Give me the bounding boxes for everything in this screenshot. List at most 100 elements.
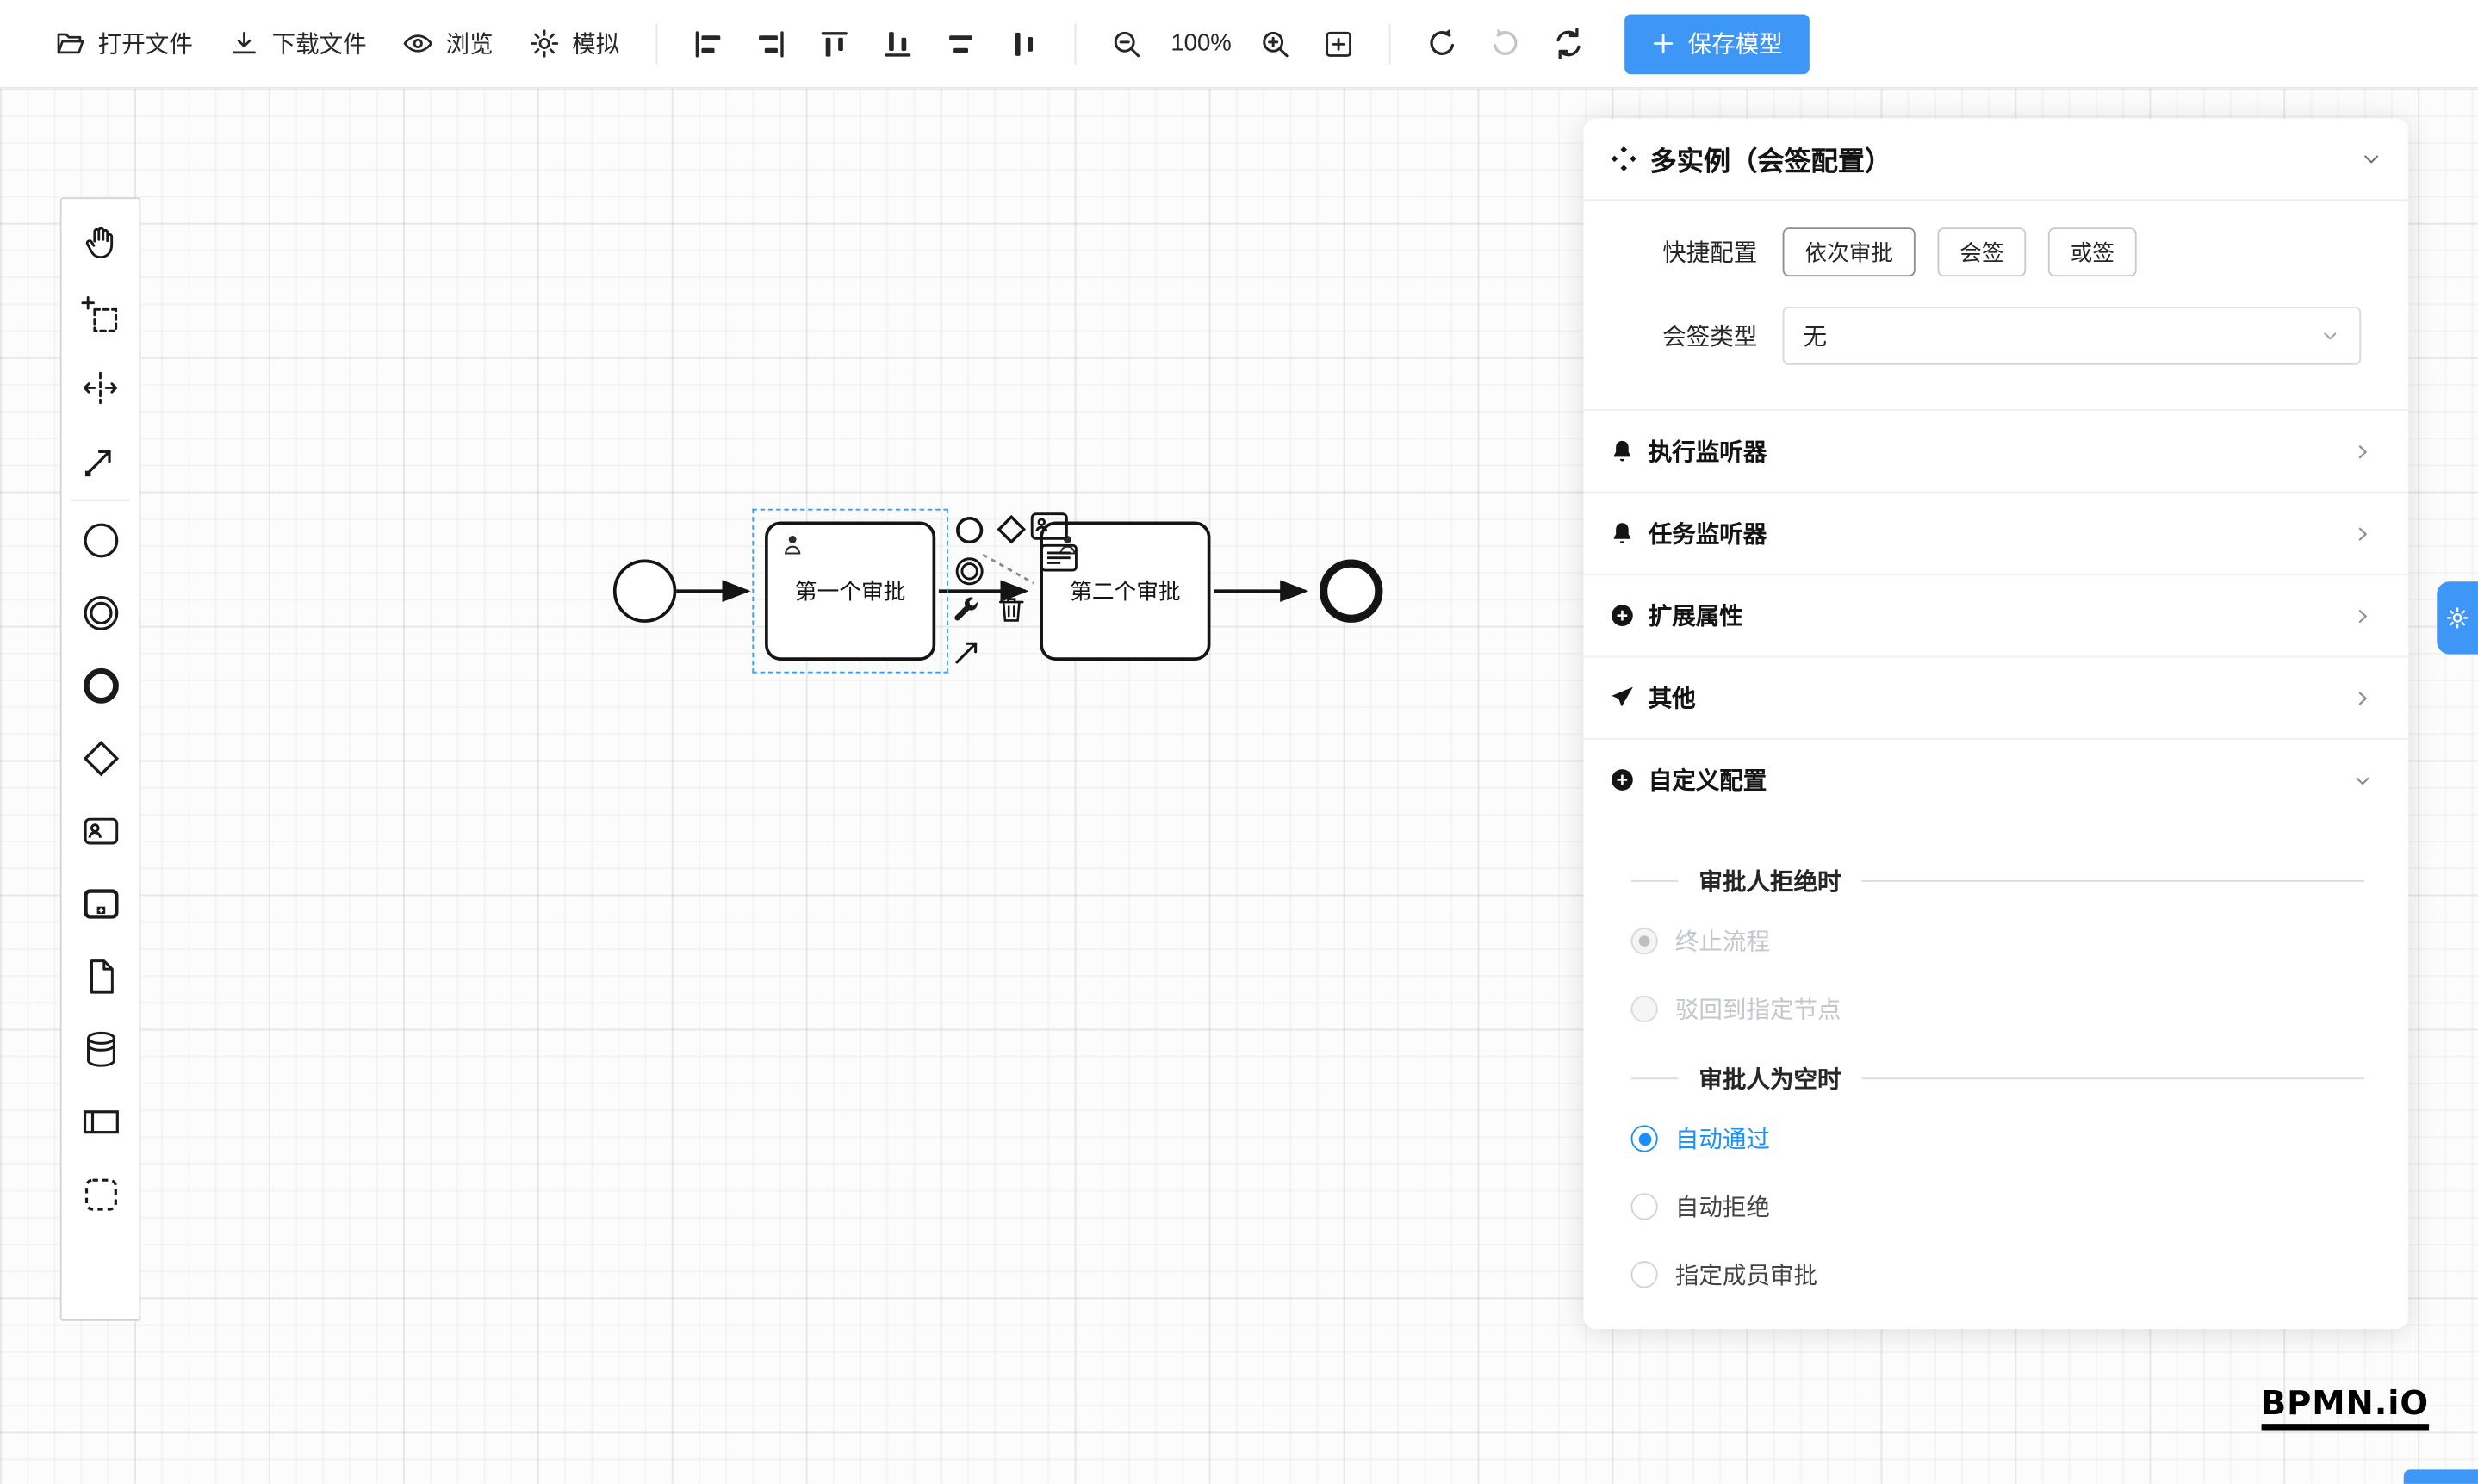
space-tool[interactable]	[65, 351, 136, 423]
align-left-button[interactable]	[676, 14, 739, 74]
preview-button[interactable]: 浏览	[384, 15, 511, 73]
zoom-out-button[interactable]	[1096, 14, 1158, 74]
user-task-1-shape[interactable]: 第一个审批	[765, 521, 936, 661]
chevron-right-icon	[2358, 526, 2367, 540]
assign-member-label: 指定成员审批	[1674, 1263, 1818, 1290]
plus-icon	[1654, 34, 1674, 53]
zoom-out-icon	[1114, 30, 1140, 57]
bell-icon	[1613, 523, 1631, 543]
custom-config-label: 自定义配置	[1648, 767, 1767, 795]
other-row[interactable]: 其他	[1583, 655, 2409, 737]
download-file-label: 下载文件	[271, 31, 367, 59]
radio-auto-reject[interactable]: 自动拒绝	[1630, 1172, 2409, 1240]
chevron-right-icon	[2358, 691, 2367, 705]
task-listener-row[interactable]: 任务监听器	[1583, 491, 2409, 574]
append-annotation-icon[interactable]	[1040, 543, 1078, 572]
radio-disabled-checked-icon	[1630, 928, 1658, 955]
palette-intermediate-event[interactable]	[65, 577, 136, 649]
panel-header[interactable]: 多实例（会签配置）	[1583, 119, 2409, 202]
divider-line	[1630, 879, 1679, 882]
append-gateway-icon[interactable]	[994, 512, 1028, 546]
intermediate-event-icon	[83, 596, 118, 630]
radio-assign-member[interactable]: 指定成员审批	[1630, 1240, 2409, 1308]
terminate-process-label: 终止流程	[1674, 928, 1771, 957]
redo-button[interactable]	[1473, 14, 1536, 74]
lasso-icon	[81, 295, 118, 332]
execution-listener-row[interactable]: 执行监听器	[1583, 409, 2409, 491]
undo-button[interactable]	[1410, 14, 1473, 74]
palette-group[interactable]	[65, 1158, 136, 1231]
connect-arrow-icon[interactable]	[952, 636, 985, 669]
append-event-icon[interactable]	[956, 516, 984, 544]
zoom-fit-button[interactable]	[1307, 14, 1369, 74]
palette-start-event[interactable]	[65, 504, 136, 576]
group-icon	[84, 1178, 116, 1211]
toolbar-divider	[1388, 22, 1391, 65]
download-file-button[interactable]: 下载文件	[210, 15, 384, 73]
open-file-button[interactable]: 打开文件	[36, 15, 210, 73]
lasso-tool[interactable]	[65, 278, 136, 351]
save-model-button[interactable]: 保存模型	[1624, 13, 1810, 74]
sign-type-select[interactable]: 无	[1782, 306, 2362, 365]
divider-line	[1861, 1077, 2364, 1080]
bpmn-io-logo[interactable]: BPMN.iO	[2260, 1384, 2430, 1431]
radio-checked-icon[interactable]	[1630, 1125, 1658, 1152]
connect-tool-icon	[84, 449, 111, 476]
radio-unchecked-icon[interactable]	[1630, 1193, 1658, 1220]
reject-section-title: 审批人拒绝时	[1630, 865, 2364, 898]
hand-tool[interactable]	[65, 206, 136, 278]
align-center-vertical-button[interactable]	[992, 14, 1055, 74]
append-user-task-icon[interactable]	[1030, 512, 1068, 540]
start-event-shape[interactable]	[612, 559, 677, 623]
space-tool-icon	[83, 370, 118, 404]
chevron-down-icon	[2324, 332, 2337, 340]
auto-pass-label: 自动通过	[1674, 1127, 1771, 1154]
bottom-right-partial-button[interactable]	[2403, 1469, 2478, 1484]
align-bottom-button[interactable]	[866, 14, 929, 74]
append-intermediate-event-icon[interactable]	[954, 556, 984, 587]
call-activity-icon	[83, 889, 118, 919]
align-center-horizontal-button[interactable]	[929, 14, 992, 74]
palette-gateway[interactable]	[65, 723, 136, 795]
gear-icon	[531, 29, 559, 58]
plus-circle-icon	[1612, 769, 1633, 791]
wrench-icon[interactable]	[950, 596, 982, 628]
reject-title-text: 审批人拒绝时	[1699, 869, 1841, 897]
align-top-button[interactable]	[803, 14, 866, 74]
zoom-in-button[interactable]	[1244, 14, 1307, 74]
simulate-button[interactable]: 模拟	[511, 15, 637, 73]
panel-toggle-tab[interactable]	[2437, 581, 2478, 655]
align-right-button[interactable]	[740, 14, 803, 74]
quick-option-countersign[interactable]: 会签	[1937, 227, 2027, 277]
radio-return-to-node: 驳回到指定节点	[1630, 975, 2409, 1043]
quick-option-sequential[interactable]: 依次审批	[1782, 227, 1916, 277]
global-connect-tool[interactable]	[65, 424, 136, 496]
refresh-button[interactable]	[1537, 14, 1599, 74]
palette-end-event[interactable]	[65, 649, 136, 722]
palette-data-object[interactable]	[65, 941, 136, 1013]
radio-auto-pass[interactable]: 自动通过	[1630, 1105, 2409, 1173]
gear-icon	[2446, 607, 2469, 629]
user-task-2-shape[interactable]: 第二个审批	[1040, 521, 1211, 661]
quick-option-orsign[interactable]: 或签	[2047, 227, 2137, 277]
gateway-icon	[82, 741, 119, 777]
zoom-level: 100%	[1171, 29, 1232, 58]
radio-terminate-process: 终止流程	[1630, 907, 2409, 975]
radio-unchecked-icon[interactable]	[1630, 1261, 1658, 1288]
open-file-label: 打开文件	[97, 31, 193, 59]
custom-config-row[interactable]: 自定义配置	[1583, 737, 2409, 820]
align-top-icon	[821, 31, 848, 56]
trash-icon[interactable]	[996, 594, 1028, 626]
send-icon	[1612, 686, 1633, 707]
palette-data-store[interactable]	[65, 1013, 136, 1085]
palette-participant[interactable]	[65, 1086, 136, 1158]
end-event-shape[interactable]	[1320, 559, 1383, 623]
extended-properties-row[interactable]: 扩展属性	[1583, 574, 2409, 655]
bell-icon	[1613, 440, 1631, 462]
sign-type-label: 会签类型	[1662, 324, 1758, 351]
palette-user-task[interactable]	[65, 795, 136, 867]
quick-config-options: 依次审批 会签 或签	[1782, 227, 2137, 277]
palette-call-activity[interactable]	[65, 867, 136, 940]
participant-pool-icon	[83, 1110, 118, 1134]
task-2-label: 第二个审批	[1070, 578, 1181, 604]
